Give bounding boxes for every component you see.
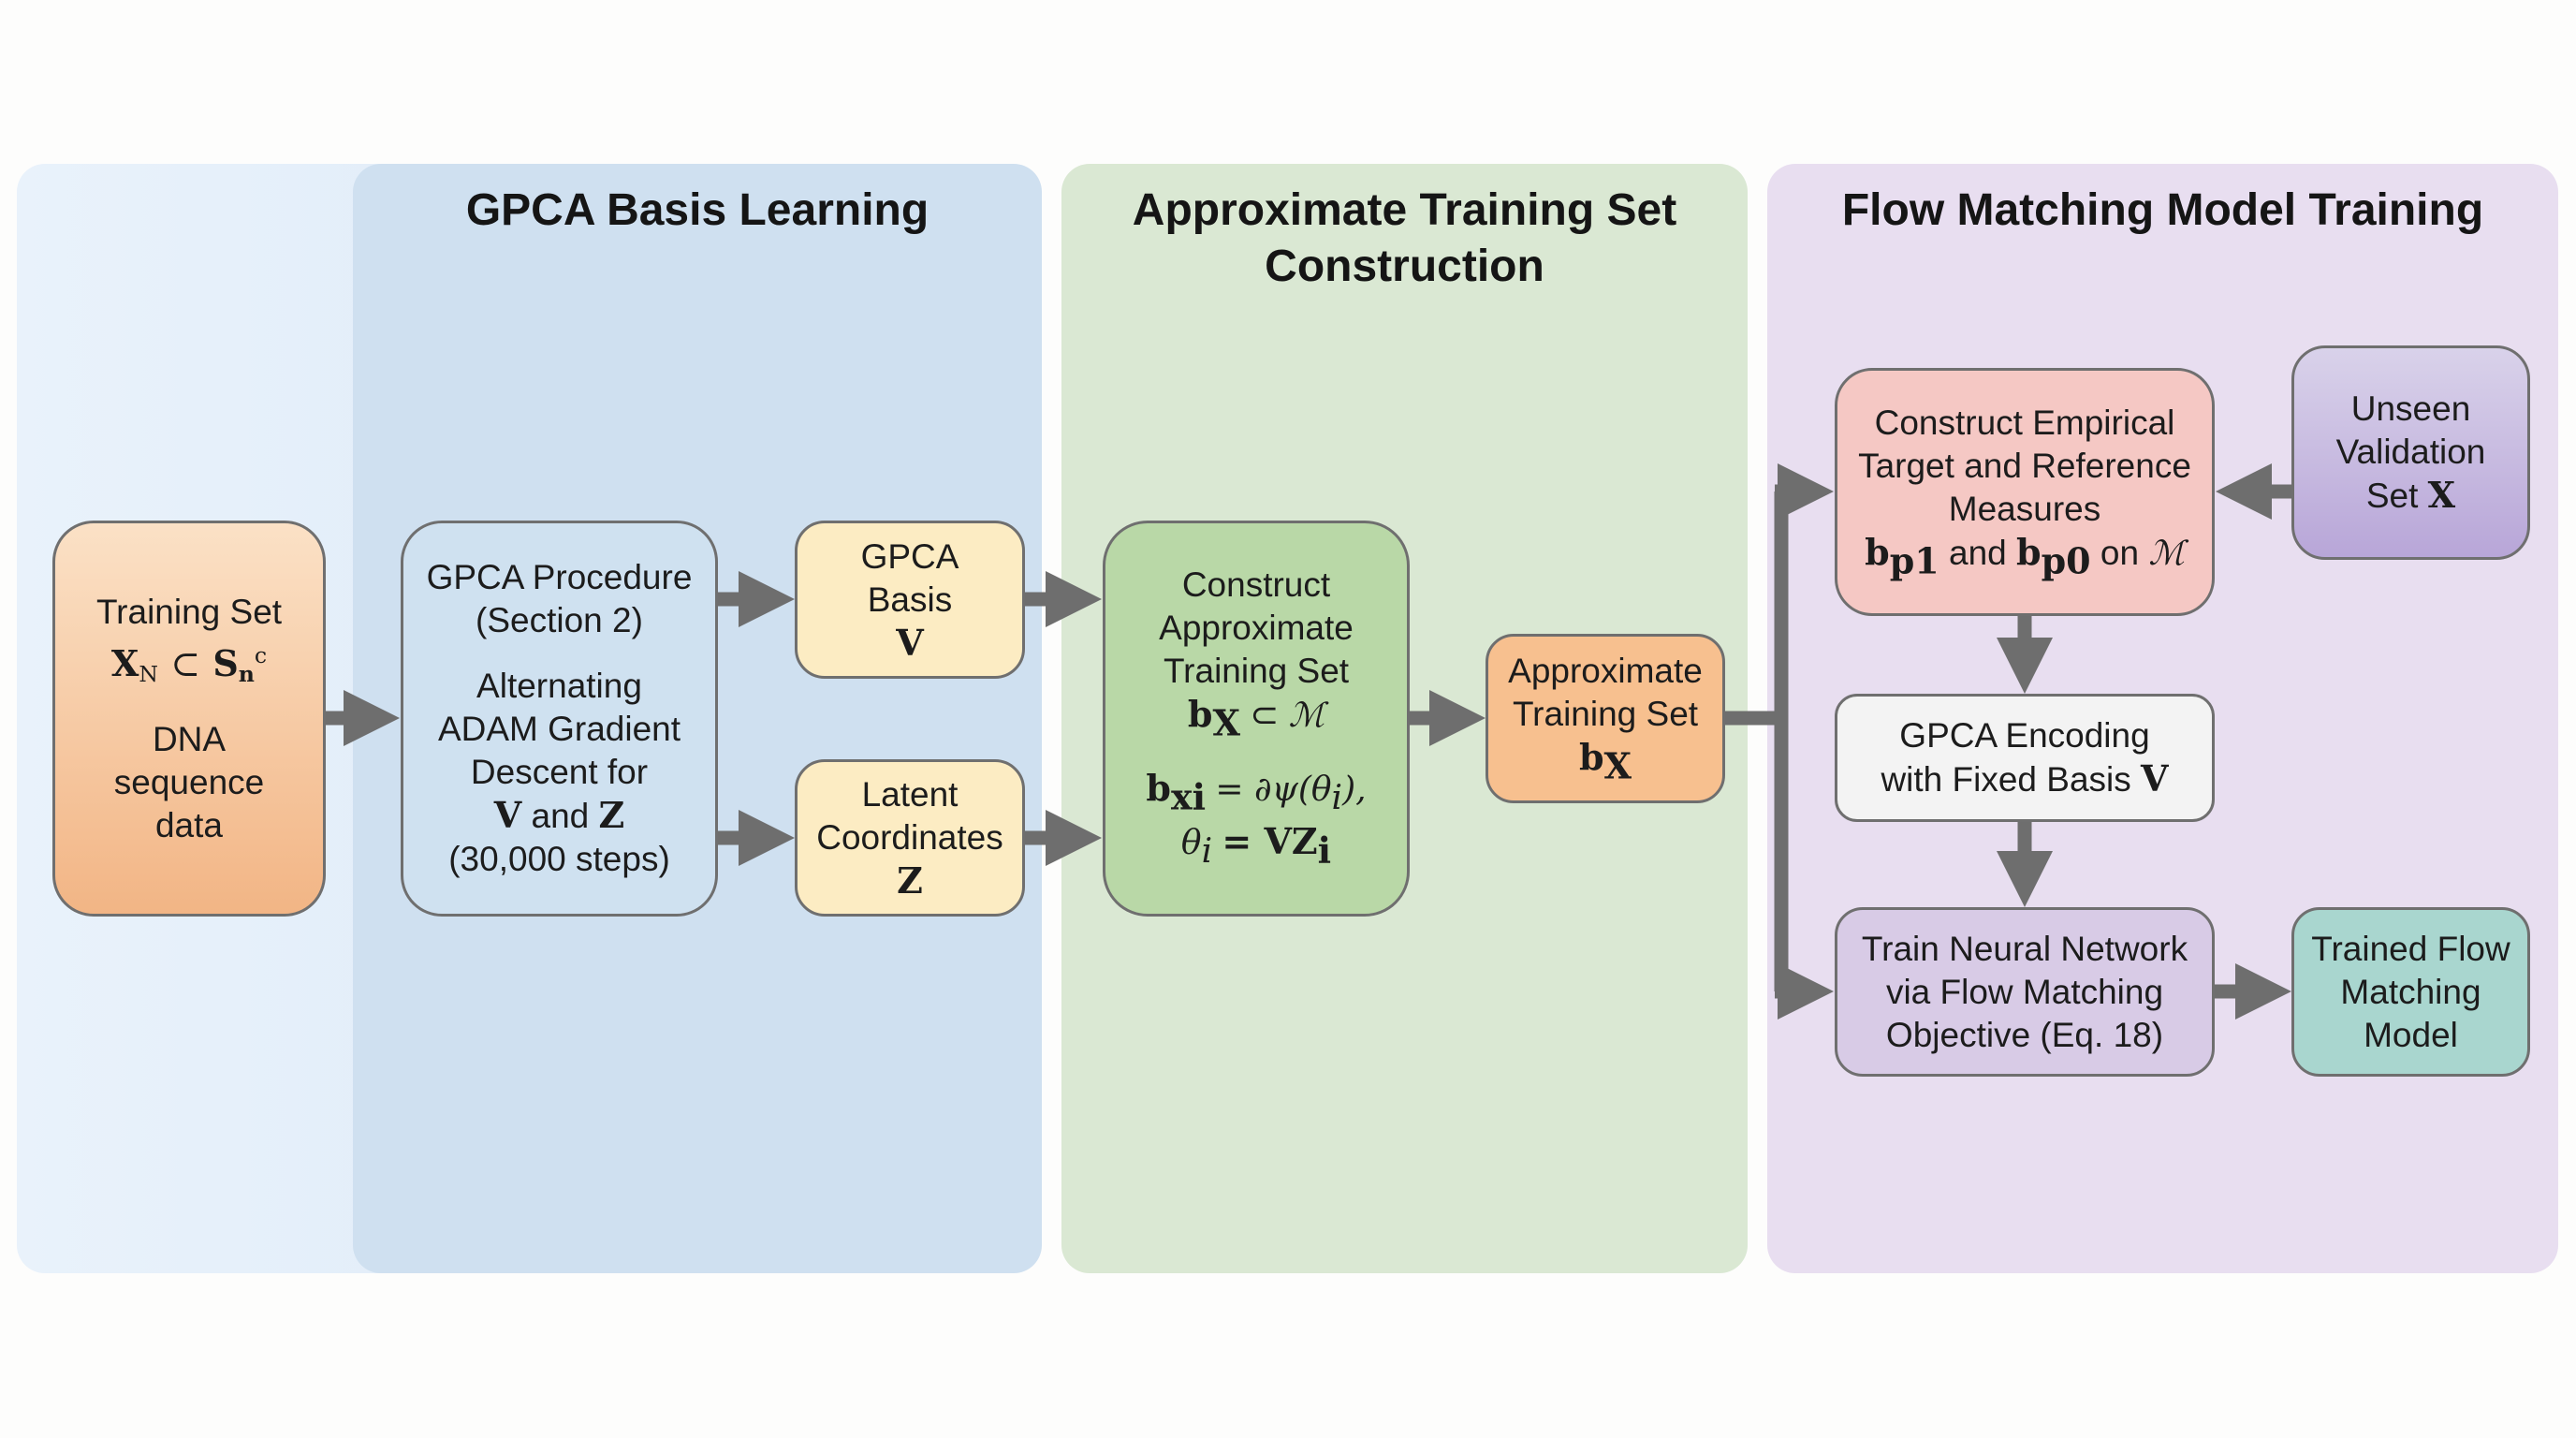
- approx-training-set-box: Approximate Training Set bX: [1486, 634, 1725, 803]
- latent-coordinates-box: Latent Coordinates Z: [795, 759, 1025, 917]
- box-label: GPCA Procedure: [426, 558, 693, 596]
- construct-empirical-measures-box: Construct Empirical Target and Reference…: [1835, 368, 2215, 616]
- box-label: sequence: [113, 762, 265, 801]
- box-label: DNA: [152, 719, 227, 758]
- box-label: Coordinates: [816, 818, 1003, 857]
- box-label: Measures: [1948, 489, 2101, 528]
- box-label: data: [154, 805, 223, 844]
- box-math-line: Set X: [2365, 474, 2456, 516]
- box-label: Validation: [2335, 433, 2486, 471]
- box-math-line: bp1 and bp0 on ℳ: [1865, 530, 2185, 582]
- box-label: Target and Reference: [1858, 446, 2191, 485]
- gpca-encoding-box: GPCA Encoding with Fixed Basis V: [1835, 694, 2215, 822]
- box-label: (Section 2): [476, 601, 643, 639]
- panel-title: Approximate Training Set Construction: [1061, 183, 1748, 295]
- train-neural-network-box: Train Neural Network via Flow Matching O…: [1835, 907, 2215, 1077]
- construct-approx-training-set-box: Construct Approximate Training Set bX ⊂ …: [1103, 521, 1410, 917]
- box-label: Construct Empirical: [1874, 403, 2175, 442]
- box-label: Training Set: [1512, 694, 1699, 733]
- box-label: GPCA Encoding: [1899, 716, 2150, 755]
- panel-title: GPCA Basis Learning: [465, 185, 929, 235]
- unseen-validation-set-box: Unseen Validation Set X: [2291, 345, 2530, 560]
- trained-flow-matching-model-box: Trained Flow Matching Model: [2291, 907, 2530, 1077]
- training-set-math: XN ⊂ Snc: [110, 641, 268, 687]
- box-label: Model: [2364, 1015, 2458, 1054]
- box-label: ADAM Gradient: [437, 710, 681, 748]
- panel-title: Flow Matching Model Training: [1841, 185, 2484, 235]
- box-math-line: bX ⊂ ℳ: [1187, 692, 1325, 744]
- box-label: Latent: [861, 775, 959, 814]
- box-label: GPCA: [860, 536, 959, 576]
- gpca-basis-box: GPCA Basis V: [795, 521, 1025, 679]
- box-label: (30,000 steps): [448, 840, 670, 878]
- box-math: bX: [1578, 735, 1632, 787]
- box-math-line: with Fixed Basis V: [1881, 757, 2169, 800]
- equation-b-xi: bxi = ∂ψ(θi),: [1146, 767, 1367, 818]
- box-label: Objective (Eq. 18): [1885, 1015, 2164, 1054]
- box-label: Approximate: [1159, 608, 1354, 647]
- box-label: via Flow Matching: [1885, 972, 2164, 1011]
- box-label: Descent for: [470, 753, 649, 791]
- box-label: Train Neural Network: [1861, 929, 2188, 968]
- box-label: Training Set: [95, 592, 283, 631]
- equation-theta-i: θi = VZi: [1180, 820, 1332, 872]
- panel-title-line: Construction: [1265, 242, 1544, 291]
- box-label: Unseen: [2350, 389, 2471, 428]
- panel-title-line: Approximate Training Set: [1132, 185, 1677, 235]
- box-label: Alternating: [476, 667, 642, 705]
- training-set-box: Training Set XN ⊂ Snc DNA sequence data: [52, 521, 326, 917]
- box-math: Z: [897, 859, 923, 902]
- box-label: Training Set: [1163, 651, 1350, 690]
- box-label: Basis: [867, 580, 953, 619]
- gpca-procedure-box: GPCA Procedure (Section 2) Alternating A…: [401, 521, 718, 917]
- box-math: V: [896, 621, 924, 664]
- box-label: Trained Flow: [2311, 929, 2510, 968]
- box-label: Matching: [2340, 972, 2481, 1011]
- box-label: Construct: [1181, 565, 1331, 604]
- box-label: Approximate: [1508, 651, 1703, 690]
- box-math-line: V and Z: [493, 794, 625, 836]
